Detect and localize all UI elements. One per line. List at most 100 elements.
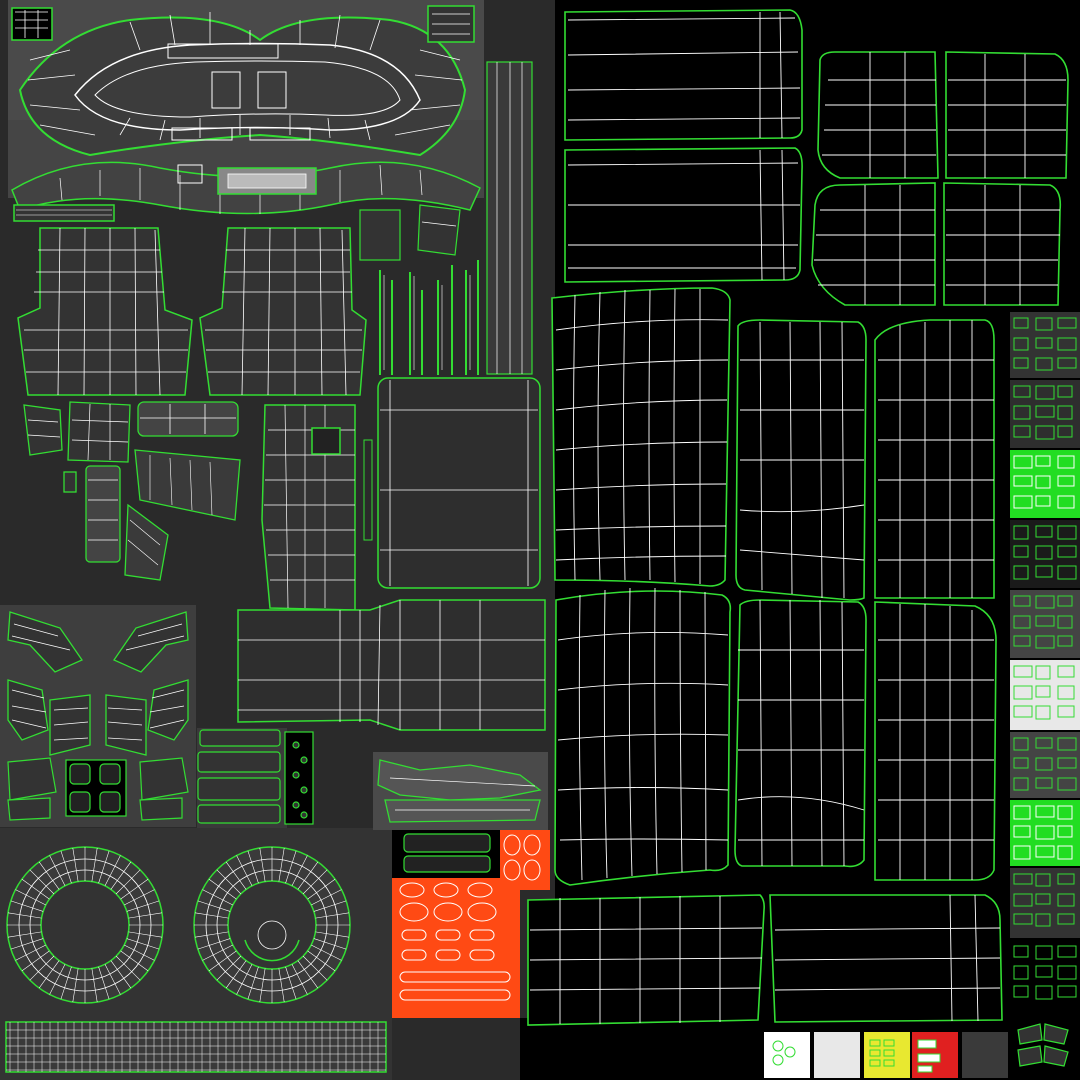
thumbnail-patch [1035, 705, 1051, 720]
thumbnail-patch [1013, 873, 1033, 885]
thumbnail-patch [1035, 565, 1053, 578]
thumbnail-patch [1013, 845, 1031, 860]
thumbnail-patch [1013, 337, 1029, 351]
thumbnail-patch [1035, 525, 1053, 538]
thumbnail-patch [1057, 873, 1075, 885]
thumbnail-patch [1013, 825, 1031, 838]
tiny-patches [197, 729, 314, 825]
body-top-island [11, 12, 481, 215]
thumbnail-patch [1057, 565, 1077, 580]
thumbnail-patch [1013, 757, 1029, 769]
vertical-strips [359, 61, 533, 375]
thumbnail-patch [1035, 845, 1055, 858]
thumbnail-patch [1013, 965, 1029, 980]
chevron-islands [7, 611, 189, 756]
thumbnail-patch [1013, 913, 1033, 925]
roof-strip-island [237, 599, 546, 731]
thumbnail-patch [1057, 357, 1077, 369]
thumbnail-patch [1035, 737, 1053, 749]
bottom-grid-strip [5, 1021, 387, 1073]
bottom-swatches [764, 1023, 1069, 1078]
orange-ovals [399, 834, 541, 1001]
thumbnail-patch [1013, 685, 1033, 700]
glass-islands [527, 9, 1069, 1026]
thumbnail-patch [1035, 825, 1055, 840]
black-strip-islands [403, 833, 491, 873]
thumbnail-patch [1013, 495, 1033, 509]
thumbnail-patch [1057, 893, 1075, 907]
thumbnail-patch [1013, 737, 1029, 751]
thumbnail-patch [1057, 945, 1077, 958]
thumbnail-patch [1057, 337, 1077, 351]
thumbnail-patch [1057, 635, 1073, 647]
thumbnail-patch [1013, 357, 1029, 369]
thumbnail-patch [1057, 913, 1075, 925]
thumbnail-patch [1035, 405, 1055, 418]
thumbnail-patch [1035, 665, 1051, 680]
thumbnail-patch [1057, 985, 1077, 998]
glass-wireframes [529, 11, 1066, 1024]
misc-small-islands [23, 401, 241, 581]
seat-island-right [199, 227, 367, 396]
thumbnail-patch [1035, 685, 1051, 698]
thumbnail-patch [1057, 317, 1077, 329]
thumbnail-patch [1057, 475, 1075, 487]
dash-trim-islands [377, 759, 542, 823]
black-strip-bottom [520, 1018, 555, 1080]
thumbnail-patch [1013, 425, 1031, 438]
thumbnail-patch [1035, 985, 1053, 1000]
thumbnail-patch [1057, 495, 1075, 509]
thumbnail-patch [1035, 545, 1053, 560]
thumbnail-patch [1035, 425, 1055, 440]
thumbnail-patch [1035, 965, 1053, 978]
thumbnail-patch [1013, 405, 1031, 420]
thumbnail-column [1010, 312, 1080, 1080]
thumbnail-patch [1035, 455, 1051, 467]
thumbnail-patch [1013, 455, 1033, 469]
thumbnail-patch [1013, 985, 1029, 998]
thumbnail-patch [1035, 615, 1055, 627]
thumbnail-patch [1035, 805, 1055, 818]
thumbnail-patch [1035, 337, 1053, 349]
thumbnail-patch [1035, 635, 1055, 649]
small-top-islands [11, 5, 475, 222]
seat-island-left [17, 227, 193, 396]
thumbnail-patch [1013, 615, 1031, 629]
thumbnail-patch [1035, 945, 1053, 960]
thumbnail-patch [1057, 685, 1075, 700]
thumbnail-patch [1013, 893, 1033, 907]
thumbnail-patch [1057, 825, 1073, 838]
thumbnail-patch [1013, 525, 1029, 540]
chevron-wire [11, 623, 185, 741]
thumbnail-patch [1057, 965, 1077, 980]
thumbnail-patch [1013, 705, 1033, 718]
thumbnail-patch [1013, 385, 1031, 398]
tire-left [6, 846, 164, 1004]
thumbnail-patch [1013, 777, 1029, 791]
thumbnail-patch [1057, 425, 1073, 438]
thumbnail-patch [1035, 357, 1053, 371]
thumbnail-patch [1035, 777, 1053, 789]
thumbnail-patch [1013, 635, 1031, 647]
thumbnail-patch [1057, 737, 1077, 751]
tire-tread-lines [194, 847, 350, 1003]
thumbnail-patch [1013, 565, 1029, 580]
thumbnail-patch [1035, 893, 1051, 905]
thumbnail-patch [1035, 495, 1051, 507]
thumbnail-patch [1035, 385, 1055, 400]
tire-tread-lines [7, 847, 163, 1003]
thumbnail-patch [1057, 405, 1073, 420]
thumbnail-patch [1035, 913, 1051, 927]
thumbnail-patch [1035, 595, 1055, 609]
thumbnail-patch [1057, 545, 1077, 558]
thumbnail-patch [1035, 475, 1051, 489]
thumbnail-patch [1013, 665, 1033, 678]
thumbnail-patch [1035, 757, 1053, 771]
thumbnail-patch [1057, 615, 1073, 629]
thumbnail-patch [1013, 475, 1033, 487]
thumbnail-patch [1057, 705, 1075, 718]
door-panel-island [261, 404, 356, 611]
pedal-patches [7, 757, 189, 821]
thumbnail-patch [1013, 945, 1029, 958]
thumbnail-patch [1057, 845, 1073, 860]
